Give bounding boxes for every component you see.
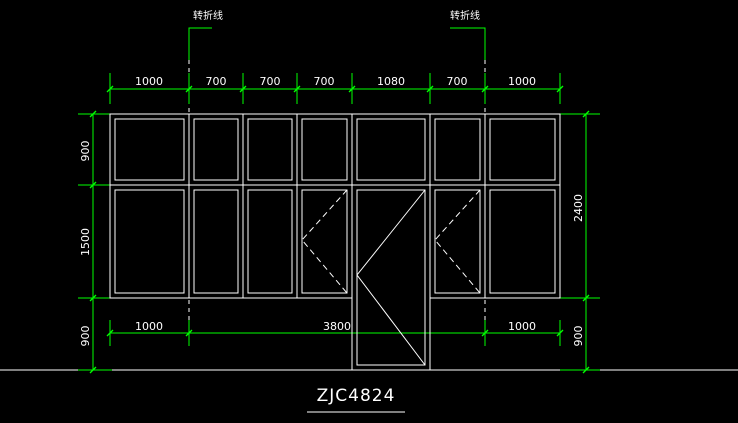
dim-top-4: 700 <box>314 75 335 88</box>
dim-left-1: 900 <box>79 141 92 162</box>
dimension-ticks <box>89 85 590 374</box>
dim-bottom-3: 1000 <box>508 320 536 333</box>
dim-top-3: 700 <box>260 75 281 88</box>
window-panes <box>114 118 556 366</box>
casement-swing-right <box>434 189 481 294</box>
break-line-marker-right <box>450 27 486 60</box>
break-line-marker-left <box>188 27 212 60</box>
dim-top-7: 1000 <box>508 75 536 88</box>
dim-right-1: 2400 <box>572 194 585 222</box>
drawing-code: ZJC4824 <box>317 386 396 406</box>
break-line-label-right: 转折线 <box>450 9 480 22</box>
dim-top-6: 700 <box>447 75 468 88</box>
dim-bottom-1: 1000 <box>135 320 163 333</box>
dim-bottom-2: 3800 <box>323 320 351 333</box>
casement-swing-left <box>301 189 348 294</box>
dim-top-2: 700 <box>206 75 227 88</box>
door-swing <box>356 189 426 366</box>
dim-left-3: 900 <box>79 326 92 347</box>
dim-top-1: 1000 <box>135 75 163 88</box>
window-frame <box>109 113 561 371</box>
dim-left-2: 1500 <box>79 228 92 256</box>
dim-right-2: 900 <box>572 326 585 347</box>
break-line-label-left: 转折线 <box>193 9 223 22</box>
dim-top-5: 1080 <box>377 75 405 88</box>
